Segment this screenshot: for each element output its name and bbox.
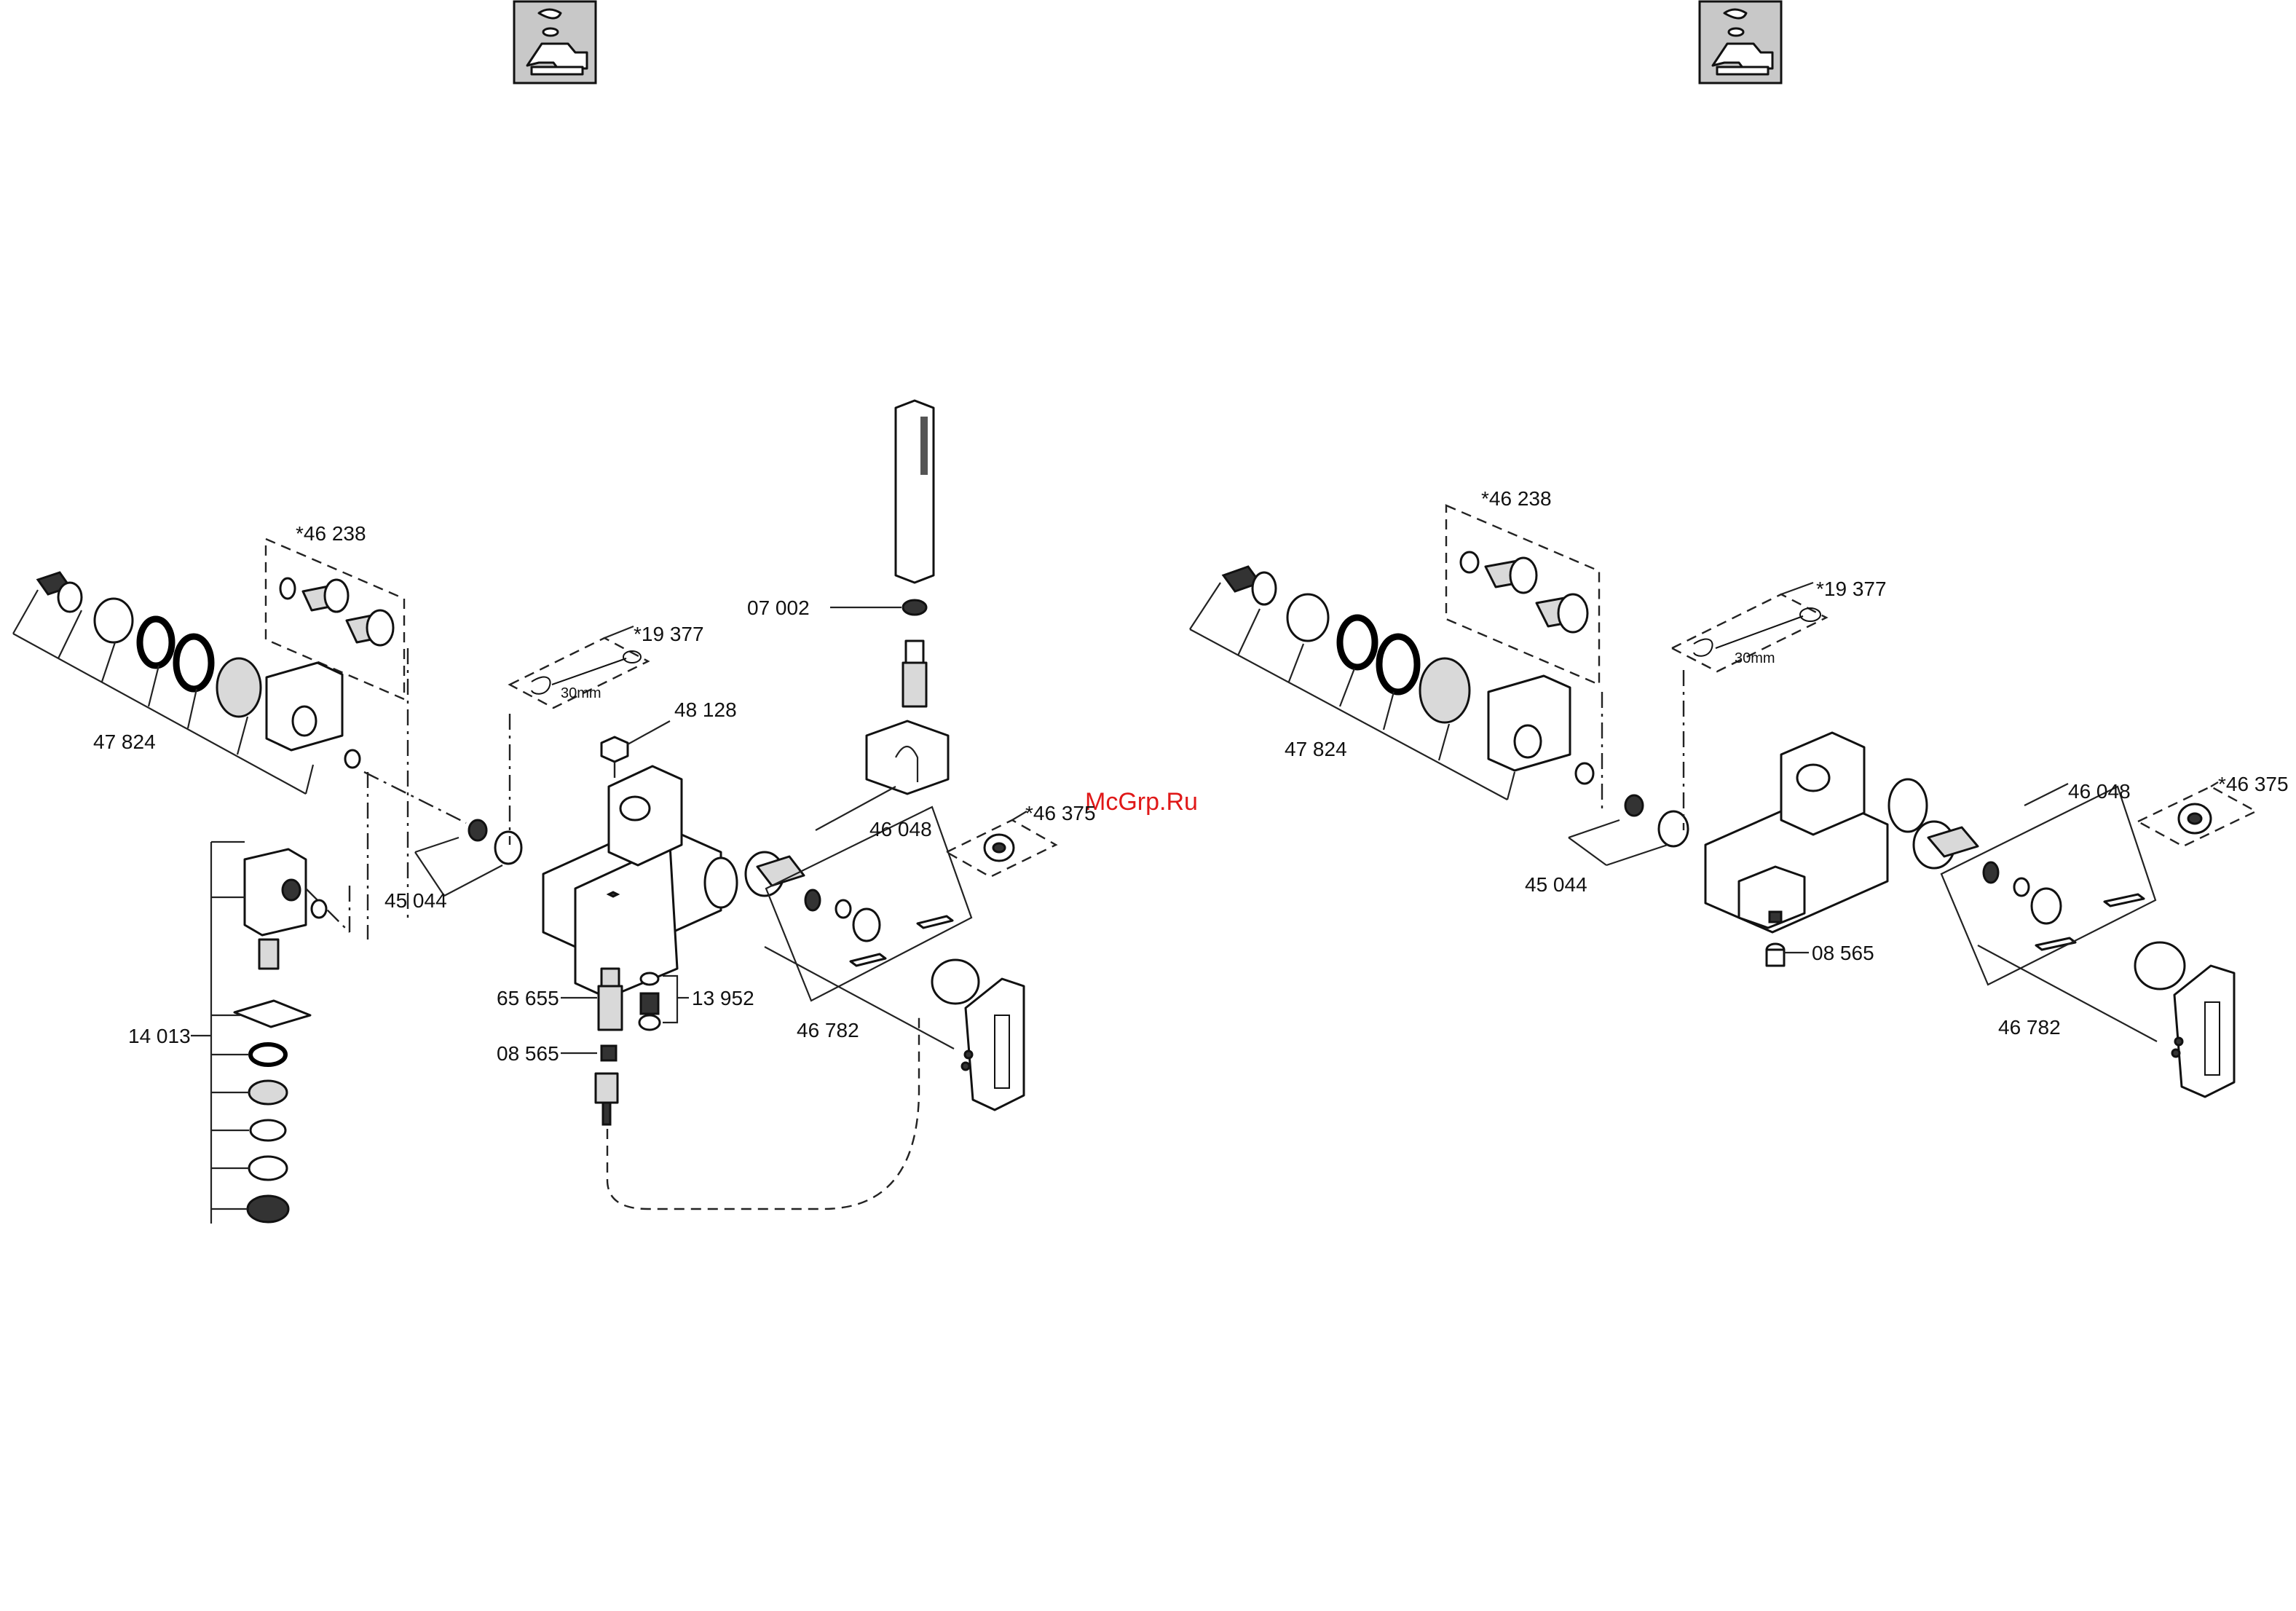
label-wrench-right: *19 377	[1816, 578, 1887, 600]
label-eccentric-set: 47 824	[93, 730, 156, 753]
label-cartridge-kit: *46 238	[296, 522, 366, 545]
label-hand-shower-washer: 07 002	[747, 596, 810, 619]
label-diverter: 65 655	[497, 987, 559, 1009]
label-wrench-size: 30mm	[561, 685, 601, 701]
label-seal-set: 13 952	[692, 987, 754, 1009]
faucet-icon	[1700, 1, 1781, 83]
label-handle: 46 782	[797, 1019, 859, 1041]
label-cap: *46 375	[1025, 802, 1096, 824]
label-handle-right: 46 782	[1998, 1016, 2061, 1039]
left-view: 47 824 45 044 14 013	[13, 401, 1096, 1224]
watermark: McGrp.Ru	[1085, 788, 1198, 816]
label-wrench-size-right: 30mm	[1735, 650, 1775, 666]
faucet-icon	[514, 1, 596, 83]
label-aerator-right: 08 565	[1812, 942, 1874, 964]
label-cartridge-kit-right: *46 238	[1481, 487, 1552, 510]
right-view: *46 238 47 824 45 044 3	[1190, 487, 2289, 1097]
label-wall-union: 14 013	[128, 1025, 191, 1047]
label-cartridge: 46 048	[869, 818, 932, 840]
label-aerator: 08 565	[497, 1042, 559, 1065]
label-wrench: *19 377	[634, 623, 704, 645]
label-nut-set-right: 45 044	[1525, 873, 1587, 896]
label-cartridge-right: 46 048	[2068, 780, 2131, 803]
label-nut-set: 45 044	[384, 889, 447, 912]
label-button: 48 128	[674, 698, 737, 721]
label-eccentric-set-right: 47 824	[1285, 738, 1347, 760]
label-cap-right: *46 375	[2218, 773, 2289, 795]
